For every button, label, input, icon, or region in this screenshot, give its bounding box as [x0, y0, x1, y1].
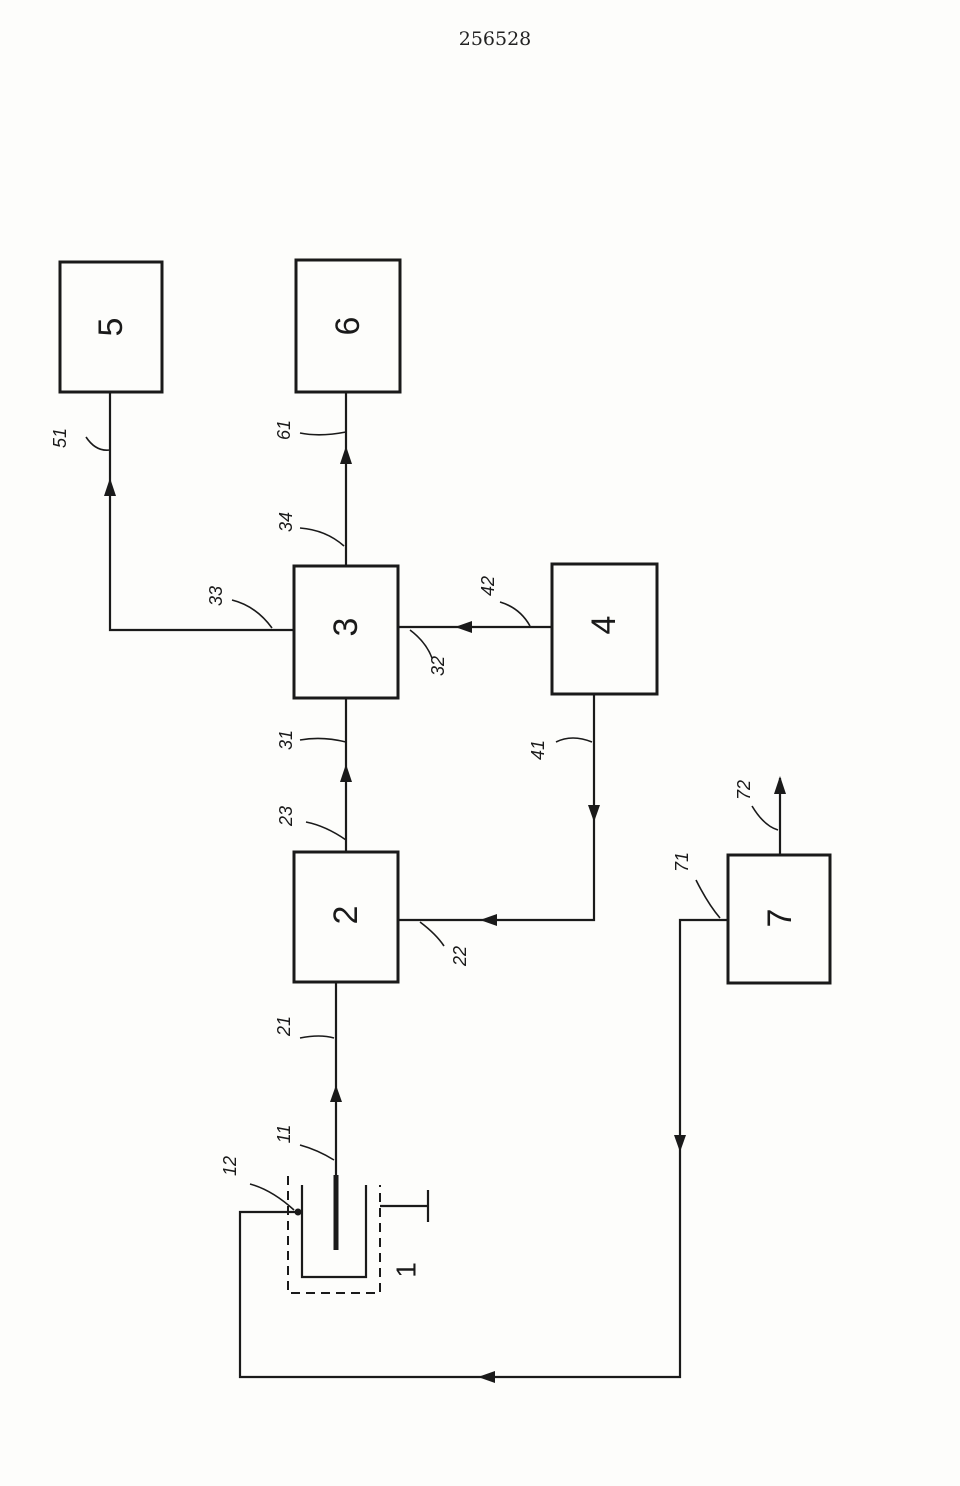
leader-11: [299, 1144, 335, 1161]
block-3-label: 3: [327, 618, 365, 637]
ref-34: 34: [276, 512, 296, 532]
arrow-down-41: [588, 805, 600, 822]
ref-72: 72: [734, 780, 754, 800]
ref-71: 71: [672, 852, 692, 872]
leader-22: [419, 921, 445, 947]
document-number: 256528: [458, 28, 532, 50]
arrow-into-block-6: [340, 446, 352, 464]
block-6-frame: [294, 258, 402, 394]
ref-32: 32: [428, 656, 448, 676]
leader-51: [85, 436, 111, 452]
leader-61: [299, 431, 347, 436]
leader-32: [409, 629, 433, 659]
arrow-out-72: [774, 776, 786, 794]
block-2-label: 2: [327, 906, 365, 925]
leader-34: [299, 527, 345, 547]
ref-21: 21: [274, 1016, 294, 1037]
block-5: 5: [58, 260, 164, 394]
line-71-feedback: [238, 918, 728, 1379]
arrow-left-bottom: [478, 1371, 495, 1383]
vessel-inner-wall: [300, 1185, 368, 1279]
vessel-dashed-shield: [287, 1176, 381, 1294]
leader-41: [555, 737, 593, 743]
block-4: 4: [550, 562, 659, 696]
ref-12: 12: [220, 1156, 240, 1176]
ref-22: 22: [450, 946, 470, 967]
arrow-4-to-3: [455, 621, 472, 633]
block-7-label: 7: [761, 909, 799, 928]
block-3: 3: [292, 564, 400, 700]
ref-51: 51: [50, 428, 70, 448]
arrow-into-block-3: [340, 764, 352, 782]
arrow-into-block-2: [330, 1085, 342, 1102]
block-6-label: 6: [329, 317, 367, 336]
leader-71: [695, 879, 721, 919]
ref-61: 61: [274, 420, 294, 440]
line-41-22: [398, 694, 596, 922]
leader-23: [305, 821, 347, 841]
leader-72: [751, 805, 779, 831]
ref-11: 11: [274, 1125, 294, 1144]
leader-42: [499, 601, 531, 627]
leader-21: [299, 1035, 335, 1039]
ref-41: 41: [528, 740, 548, 760]
arrow-down-71: [674, 1135, 686, 1152]
block-1-label: 1: [391, 1262, 422, 1278]
leader-31: [299, 737, 347, 743]
block-5-label: 5: [92, 318, 130, 337]
sensor-vessel-1: 1: [287, 1175, 430, 1294]
ref-31: 31: [276, 730, 296, 750]
block-7: 7: [726, 853, 832, 985]
ref-42: 42: [478, 576, 498, 596]
block-4-frame: [550, 562, 659, 696]
leader-33: [231, 599, 273, 629]
arrow-into-block-2-side: [480, 914, 497, 926]
block-4-label: 4: [585, 616, 623, 635]
ref-33: 33: [206, 586, 226, 606]
block-6: 6: [294, 258, 402, 394]
line-33-51: [108, 392, 294, 632]
arrow-into-block-5: [104, 478, 116, 496]
block-2: 2: [292, 850, 400, 984]
ref-23: 23: [276, 806, 296, 827]
leader-12: [249, 1183, 295, 1211]
